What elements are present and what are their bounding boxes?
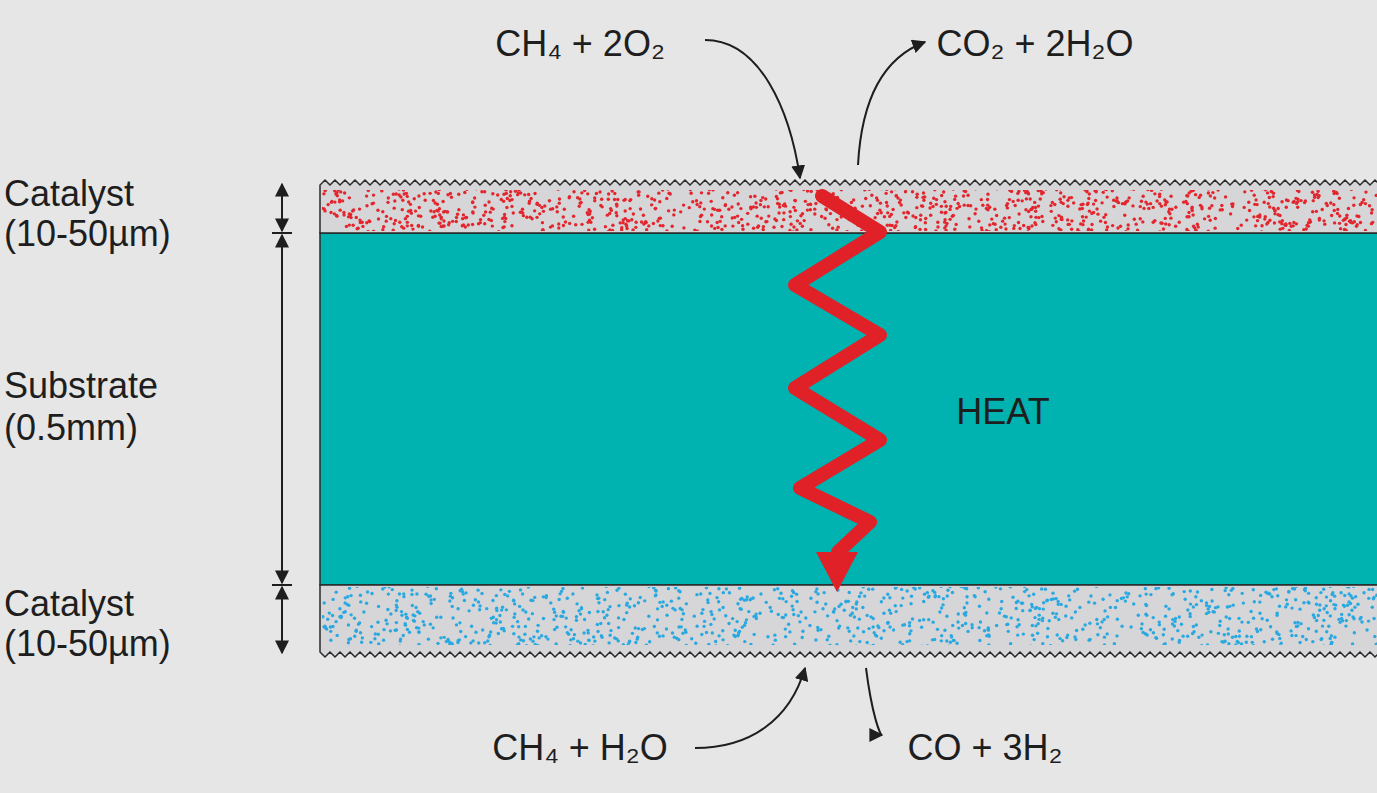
- heat-label: HEAT: [956, 392, 1049, 432]
- reaction-formula: CH₄ + H₂O: [492, 728, 668, 768]
- reaction-formula: CO + 3H₂: [907, 728, 1062, 768]
- reaction-formula: CH₄ + 2O₂: [495, 24, 665, 64]
- reaction-arrows: [695, 40, 925, 748]
- dimension-label: (0.5mm): [4, 408, 138, 448]
- layer-label: Substrate: [4, 366, 158, 406]
- layer-label: Catalyst: [4, 174, 134, 214]
- blue-catalyst-dots: [322, 587, 1377, 645]
- layer-label: Catalyst: [4, 584, 134, 624]
- dimension-label: (10-50µm): [4, 624, 171, 664]
- dimension-arrows: [272, 184, 292, 653]
- substrate-layer: [320, 233, 1377, 585]
- bottom-catalyst-layer: [320, 585, 1377, 657]
- heat-arrow: [795, 196, 880, 592]
- dimension-label: (10-50µm): [4, 214, 171, 254]
- reaction-formula: CO₂ + 2H₂O: [937, 24, 1134, 64]
